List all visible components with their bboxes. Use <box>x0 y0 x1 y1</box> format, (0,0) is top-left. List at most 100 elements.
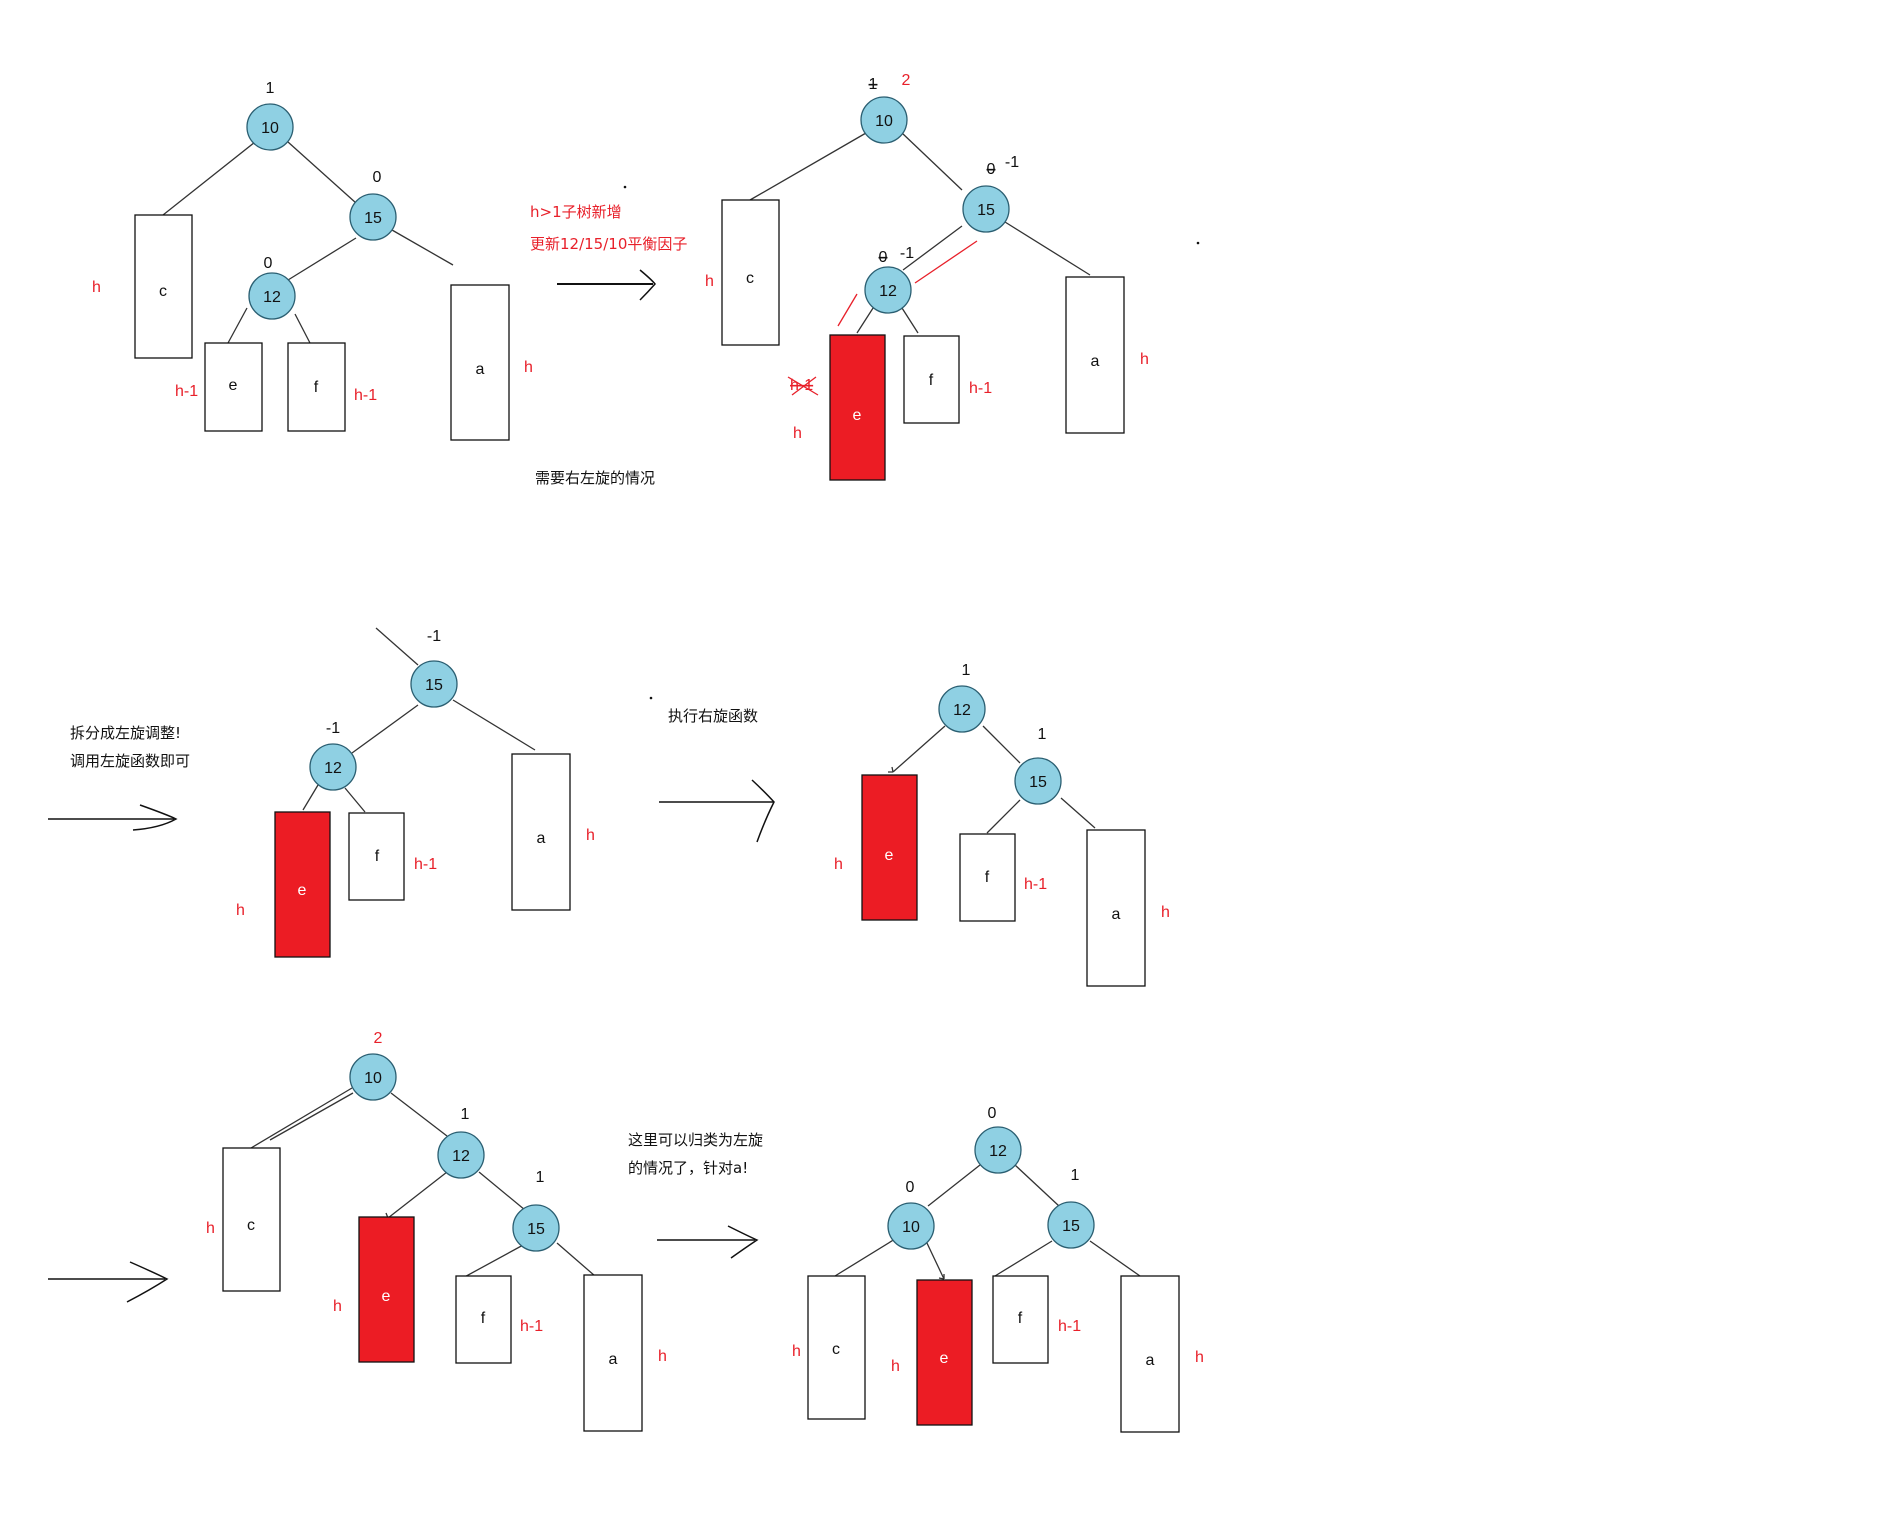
subtree-box: f <box>903 335 960 424</box>
height-label: h <box>891 1358 900 1375</box>
svg-text:a: a <box>1146 1352 1155 1369</box>
svg-text:f: f <box>929 372 934 389</box>
subtree-box-highlighted: e <box>861 774 918 921</box>
balance-factor: 1 <box>1071 1167 1080 1184</box>
panel-2: 10 1 2 15 0 -1 12 0 -1 c h e h-1 h <box>705 72 1149 481</box>
tree-node: 15 <box>512 1204 560 1252</box>
svg-text:f: f <box>481 1310 486 1327</box>
svg-text:15: 15 <box>425 677 443 694</box>
subtree-box: f <box>455 1275 512 1364</box>
subtree-box: f <box>992 1275 1049 1364</box>
tree-node: 15 <box>962 185 1010 233</box>
svg-text:12: 12 <box>452 1148 470 1165</box>
tree-node: 10 <box>887 1202 935 1250</box>
svg-text:15: 15 <box>977 202 995 219</box>
height-label: h-1 <box>1058 1318 1081 1335</box>
subtree-box: a <box>450 284 510 441</box>
svg-text:15: 15 <box>1062 1218 1080 1235</box>
balance-factor: 1 <box>1038 726 1047 743</box>
tree-node: 12 <box>248 272 296 320</box>
height-label: h <box>658 1348 667 1365</box>
panel-3: 拆分成左旋调整! 调用左旋函数即可 15 -1 12 -1 e h f h-1 <box>48 627 595 958</box>
svg-text:a: a <box>537 830 546 847</box>
svg-text:f: f <box>314 379 319 396</box>
balance-factor: 0 <box>264 255 273 272</box>
height-label: h-1 <box>1024 876 1047 893</box>
height-label: h-1 <box>969 380 992 397</box>
subtree-box: c <box>222 1147 281 1292</box>
subtree-box: e <box>204 342 263 432</box>
height-label: h <box>834 856 843 873</box>
svg-text:a: a <box>1112 906 1121 923</box>
svg-text:10: 10 <box>902 1219 920 1236</box>
arrow-note: 这里可以归类为左旋 <box>628 1131 763 1149</box>
tree-node: 12 <box>938 685 986 733</box>
height-label: h-1 <box>354 387 377 404</box>
panel-1: 10 1 15 0 12 0 c h e h-1 f h-1 a <box>92 80 655 487</box>
subtree-box: f <box>287 342 346 432</box>
balance-factor: 0 <box>906 1179 915 1196</box>
balance-factor-new: 2 <box>902 72 911 89</box>
tree-node: 15 <box>410 660 458 708</box>
arrow-note: h>1子树新增 <box>530 203 622 221</box>
panel-5: 10 2 12 1 15 1 c h e h f h-1 a <box>48 1030 667 1432</box>
svg-text:c: c <box>832 1341 840 1358</box>
subtree-box-highlighted: e <box>829 334 886 481</box>
height-label: h-1 <box>520 1318 543 1335</box>
height-label: h <box>793 425 802 442</box>
height-label: h-1 <box>175 383 198 400</box>
balance-factor: 1 <box>536 1169 545 1186</box>
height-label: h <box>1195 1349 1204 1366</box>
svg-text:e: e <box>298 882 307 899</box>
subtree-box: c <box>807 1275 866 1420</box>
height-label: h <box>92 279 101 296</box>
svg-text:15: 15 <box>364 210 382 227</box>
svg-text:f: f <box>375 848 380 865</box>
subtree-box: f <box>959 833 1016 922</box>
tree-node: 12 <box>437 1131 485 1179</box>
svg-text:f: f <box>1018 1310 1023 1327</box>
svg-text:12: 12 <box>263 289 281 306</box>
balance-factor: 0 <box>988 1105 997 1122</box>
height-label: h <box>1161 904 1170 921</box>
svg-text:c: c <box>159 283 167 300</box>
height-label: h <box>792 1343 801 1360</box>
arrow-note: 执行右旋函数 <box>668 707 758 725</box>
balance-factor-old: 0 <box>879 249 888 266</box>
subtree-box: a <box>1120 1275 1180 1433</box>
height-label: h <box>206 1220 215 1237</box>
subtree-box: c <box>134 214 193 359</box>
svg-text:e: e <box>940 1350 949 1367</box>
svg-text:f: f <box>985 869 990 886</box>
subtree-box: f <box>348 812 405 901</box>
svg-text:e: e <box>229 377 238 394</box>
svg-text:12: 12 <box>989 1143 1007 1160</box>
arrow-5: 这里可以归类为左旋 的情况了，针对a! <box>628 1131 763 1259</box>
arrow-3: 执行右旋函数 <box>649 696 775 843</box>
height-label: h <box>586 827 595 844</box>
arrow-note: 更新12/15/10平衡因子 <box>530 235 687 253</box>
balance-factor: 2 <box>374 1030 383 1047</box>
tree-node: 10 <box>349 1053 397 1101</box>
panel-4: 12 1 15 1 e h f h-1 a h <box>834 662 1170 987</box>
tree-node: 10 <box>860 96 908 144</box>
balance-factor: 0 <box>373 169 382 186</box>
subtree-box: a <box>511 753 571 911</box>
height-label: h <box>333 1298 342 1315</box>
svg-text:a: a <box>476 361 485 378</box>
svg-text:a: a <box>609 1351 618 1368</box>
svg-text:15: 15 <box>527 1221 545 1238</box>
tree-node: 15 <box>349 193 397 241</box>
svg-text:12: 12 <box>879 283 897 300</box>
balance-factor-old: 1 <box>869 76 878 93</box>
balance-factor-new: -1 <box>1005 154 1019 171</box>
tree-node: 12 <box>974 1126 1022 1174</box>
balance-factor: 1 <box>962 662 971 679</box>
subtree-box-highlighted: e <box>358 1216 415 1363</box>
height-label: h <box>705 273 714 290</box>
tree-node: 15 <box>1047 1201 1095 1249</box>
svg-text:15: 15 <box>1029 774 1047 791</box>
svg-text:12: 12 <box>324 760 342 777</box>
height-label: h <box>524 359 533 376</box>
